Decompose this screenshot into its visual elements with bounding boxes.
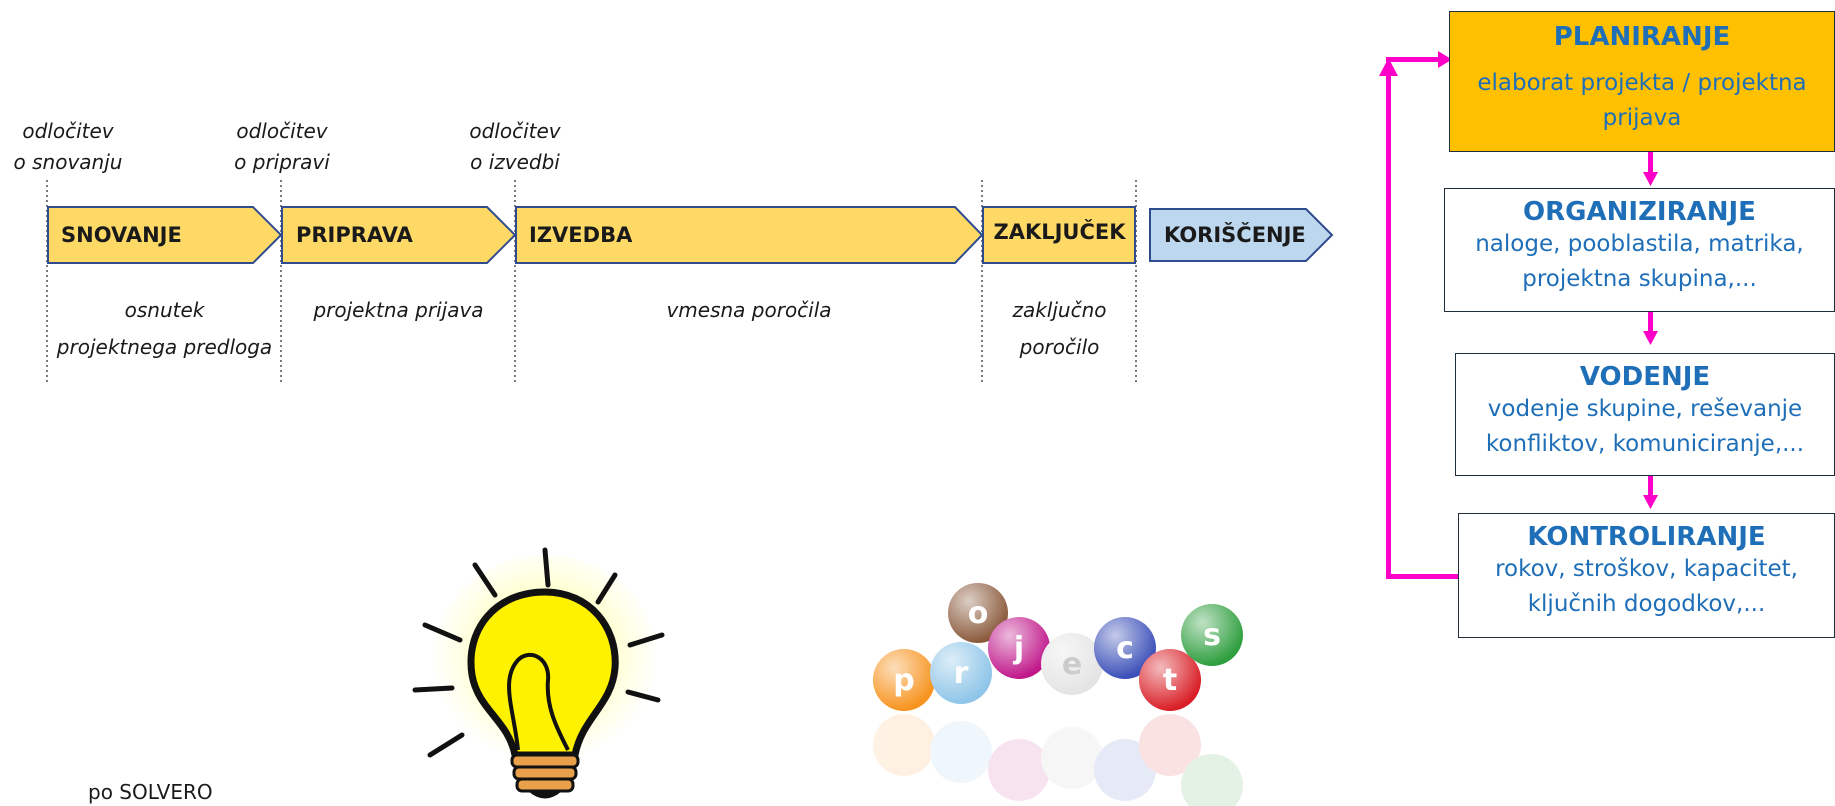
box-planiranje-desc: elaborat projekta / projektna prijava [1477,70,1807,131]
credit-text: po SOLVERO [88,780,213,804]
timeline-graphics [46,180,1334,385]
bubble-letter-p: p [893,663,914,698]
box-kontroliranje: KONTROLIRANJE rokov, stroškov, kapacitet… [1458,513,1835,638]
decision-izvedba-line2: o izvedbi [470,150,560,174]
decision-snovanje-line1: odločitev [22,119,114,143]
output-zakljucek-line1: zaključno [1012,298,1107,322]
projects-bubbles-logo: o p r j e c t s [873,583,1243,806]
box-planiranje-title: PLANIRANJE [1553,22,1731,52]
output-izvedba-line1: vmesna poročila [666,298,832,322]
decision-snovanje: odločitev o snovanju [8,116,128,178]
bubble-letter-o: o [968,596,989,631]
output-snovanje: osnutek projektnega predloga [48,292,281,366]
box-kontroliranje-title: KONTROLIRANJE [1527,522,1766,552]
output-zakljucek: zaključno poročilo [983,292,1136,366]
output-izvedba: vmesna poročila [516,292,982,329]
decision-izvedba: odločitev o izvedbi [455,116,575,178]
phase-label-izvedba: IZVEDBA [529,223,633,247]
decision-priprava-line2: o pripravi [234,150,330,174]
bubble-letter-s: s [1203,618,1221,653]
box-vodenje: VODENJE vodenje skupine, reševanje konfl… [1455,353,1835,476]
phase-snovanje-arrow [47,206,283,264]
box-kontroliranje-desc: rokov, stroškov, kapacitet, ključnih dog… [1495,556,1798,617]
bubble-letter-e: e [1062,647,1082,682]
phase-label-zakljucek: ZAKLJUČEK [993,220,1126,244]
box-organiziranje-desc: naloge, pooblastila, matrika, projektna … [1475,231,1804,292]
box-organiziranje: ORGANIZIRANJE naloge, pooblastila, matri… [1444,188,1835,312]
phase-label-priprava: PRIPRAVA [296,223,413,247]
bubble-letter-j: j [1013,631,1024,666]
phase-koriscenje-arrow [1149,208,1334,262]
phase-label-koriscenje: KORIŠČENJE [1164,223,1306,247]
output-snovanje-line2: projektnega predloga [56,335,273,359]
phase-label-snovanje: SNOVANJE [61,223,182,247]
decision-priprava: odločitev o pripravi [222,116,342,178]
output-snovanje-line1: osnutek [124,298,205,322]
decision-priprava-line1: odločitev [236,119,328,143]
bubble-letter-c: c [1116,631,1134,666]
bubble-letter-t: t [1163,663,1177,698]
phase-dividers [46,180,1137,385]
output-priprava-line1: projektna prijava [313,298,484,322]
bubble-reflection [873,714,1243,806]
decision-snovanje-line2: o snovanju [13,150,123,174]
lightbulb-icon [412,547,665,799]
box-vodenje-title: VODENJE [1579,362,1711,392]
phase-zakljucek-box [982,206,1136,264]
decision-izvedba-line1: odločitev [469,119,561,143]
box-planiranje: PLANIRANJE elaborat projekta / projektna… [1449,11,1835,152]
output-priprava: projektna prijava [282,292,515,329]
output-zakljucek-line2: poročilo [1019,335,1100,359]
bubble-letter-r: r [954,656,969,691]
box-organiziranje-title: ORGANIZIRANJE [1523,197,1756,227]
phase-izvedba-arrow [515,206,984,264]
box-vodenje-desc: vodenje skupine, reševanje konfliktov, k… [1485,396,1805,457]
phase-priprava-arrow [281,206,517,264]
